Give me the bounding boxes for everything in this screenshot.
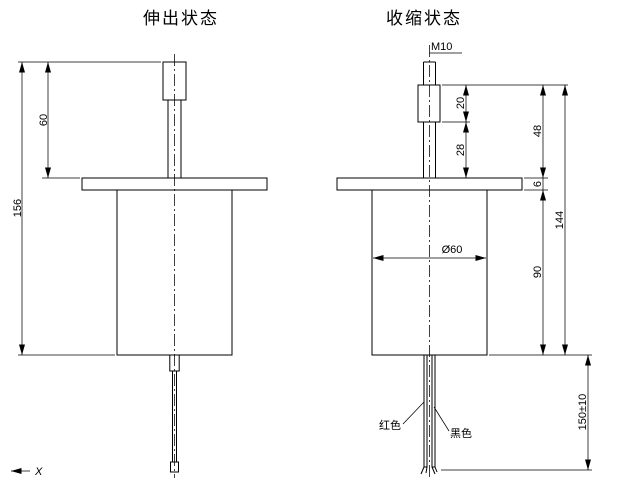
wire-end [420,466,425,475]
dim-label: 28 [455,144,467,156]
dim-body-height: 90 [532,190,546,355]
dim-label: Ø60 [442,244,463,256]
extended-view: 伸出状态 60 156 [12,9,268,478]
dim-flange-thickness: 6 [532,178,544,190]
dim-overall-height: 156 [12,62,115,356]
wires [420,354,438,475]
dim-label: 60 [38,114,50,126]
red-wire-label: 红色 [379,418,401,432]
dim-label: 90 [532,266,544,278]
black-wire-label: 黑色 [450,426,472,440]
wire-end [425,466,428,474]
retracted-view-title: 收缩状态 [386,9,462,28]
wire-end [431,466,436,475]
dim-above-flange: 48 [532,85,546,178]
dim-body-diameter: Ø60 [373,244,486,261]
wire-callouts: 红色 黑色 [379,401,472,440]
axis-x-label: X [34,466,43,478]
axis-indicator: X [11,466,43,478]
wire-end [434,466,438,473]
dim-label: 20 [455,97,467,109]
extended-view-title: 伸出状态 [143,9,219,28]
dim-label: 144 [554,211,566,229]
dim-label: 150±10 [577,394,589,431]
dim-label: 156 [12,199,24,217]
leader-line [402,401,425,425]
wire-red [423,354,428,468]
wire-black [431,354,436,468]
retracted-view: 收缩状态 M10 红色 黑色 [336,9,592,478]
threaded-stud [417,84,441,123]
dim-shaft-exposed: 28 [455,122,469,178]
dim-wire-length: 150±10 [577,355,591,470]
dim-thread-length: 20 [455,85,469,122]
dim-exposed-length: 60 [18,61,161,179]
dim-label: 6 [532,181,544,187]
dim-overall: 144 [554,85,568,355]
thread-callout: M10 [429,41,462,54]
dim-label: 48 [532,125,544,137]
thread-spec-label: M10 [431,41,452,53]
leader-line [433,406,450,432]
